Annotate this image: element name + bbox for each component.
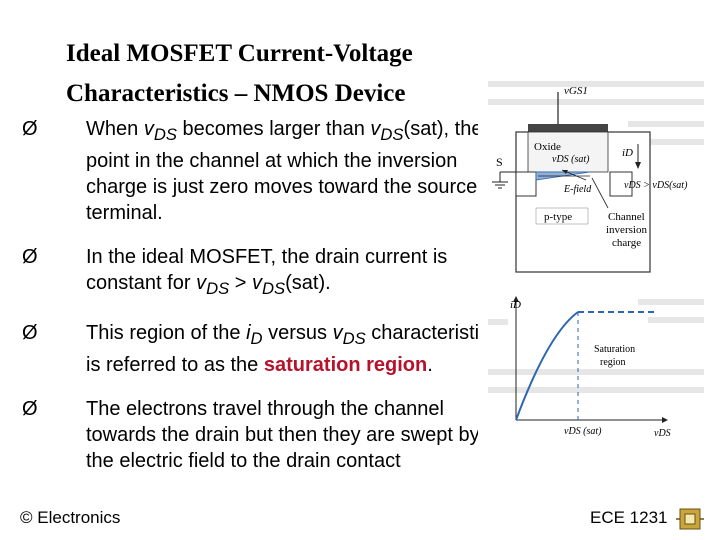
channel-label-3: charge (612, 237, 641, 249)
var-i: i (246, 322, 251, 344)
sub-ds: DS (206, 279, 230, 298)
sub-ds: DS (342, 329, 366, 348)
source-label: S (496, 155, 503, 169)
text-run: (sat). (285, 272, 331, 294)
slide-title: Ideal MOSFET Current-Voltage Characteris… (66, 34, 486, 114)
oxide-layer (527, 131, 609, 173)
bullet-arrow-icon: Ø (22, 246, 38, 268)
efield-label: E-field (563, 184, 592, 195)
title-line-2: Characteristics – NMOS Device (66, 80, 406, 107)
bullet-2: Ø In the ideal MOSFET, the drain current… (22, 244, 492, 302)
text-run: (sat), the point in the channel at which… (86, 118, 483, 224)
course-emblem-icon (676, 508, 704, 530)
footer-copyright: © Electronics (20, 508, 121, 527)
region-label-2: region (600, 357, 626, 368)
vgs-label: vGS1 (564, 85, 588, 97)
sub-ds: DS (380, 125, 404, 144)
ptype-label: p-type (544, 211, 572, 223)
mosfet-figure: vGS1 Oxide S iD vDS (sat) E-field vDS > … (478, 72, 710, 444)
vds-sat-label: vDS (sat) (552, 154, 590, 165)
sub-ds: DS (153, 125, 177, 144)
title-line-1: Ideal MOSFET Current-Voltage (66, 40, 413, 67)
gate-electrode (528, 124, 608, 132)
region-label-1: Saturation (594, 344, 635, 355)
var-v: v (370, 118, 381, 140)
channel-label-2: inversion (606, 224, 647, 236)
text-run: This region of the (86, 322, 247, 344)
graph-xlabel: vDS (654, 428, 671, 439)
text-run: In the ideal MOSFET, the drain current i… (86, 246, 448, 294)
bullet-arrow-icon: Ø (22, 322, 38, 344)
text-run: When (86, 118, 144, 140)
sub-d: D (250, 329, 263, 348)
var-v: v (196, 272, 207, 294)
graph-ylabel: iD (510, 299, 521, 311)
text-run: characteristic is referred to as the (86, 322, 490, 376)
bullet-list: Ø When vDS becomes larger than vDS(sat),… (22, 116, 492, 492)
oxide-label: Oxide (534, 141, 561, 153)
iv-graph: iD Saturation region vDS (sat) vDS (510, 296, 671, 439)
vds-condition-label: vDS > vDS(sat) (624, 180, 688, 191)
var-v: v (252, 272, 262, 294)
text-run: becomes larger than (176, 118, 371, 140)
id-label: iD (622, 147, 633, 159)
footer-course: ECE 1231 (590, 508, 668, 527)
bullet-arrow-icon: Ø (22, 398, 38, 420)
channel-label-1: Channel (608, 211, 645, 223)
var-v: v (332, 322, 343, 344)
text-run: > (229, 272, 252, 294)
text-run: The electrons travel through the channel… (86, 398, 480, 472)
bullet-3: Ø This region of the iD versus vDS chara… (22, 320, 492, 378)
mosfet-diagram: vGS1 Oxide S iD vDS (sat) E-field vDS > … (478, 72, 710, 444)
var-v: v (143, 118, 154, 140)
graph-xtick: vDS (sat) (564, 426, 602, 437)
source-region (515, 171, 537, 197)
bullet-arrow-icon: Ø (22, 118, 38, 140)
iv-curve-triode (515, 311, 579, 421)
sub-ds: DS (262, 279, 286, 298)
drain-region (609, 171, 633, 197)
bullet-4: Ø The electrons travel through the chann… (22, 396, 492, 474)
text-run: . (427, 354, 433, 376)
text-run: versus (262, 322, 333, 344)
bullet-1: Ø When vDS becomes larger than vDS(sat),… (22, 116, 492, 226)
saturation-region-highlight: saturation region (263, 354, 428, 376)
faded-page-text (488, 81, 704, 393)
